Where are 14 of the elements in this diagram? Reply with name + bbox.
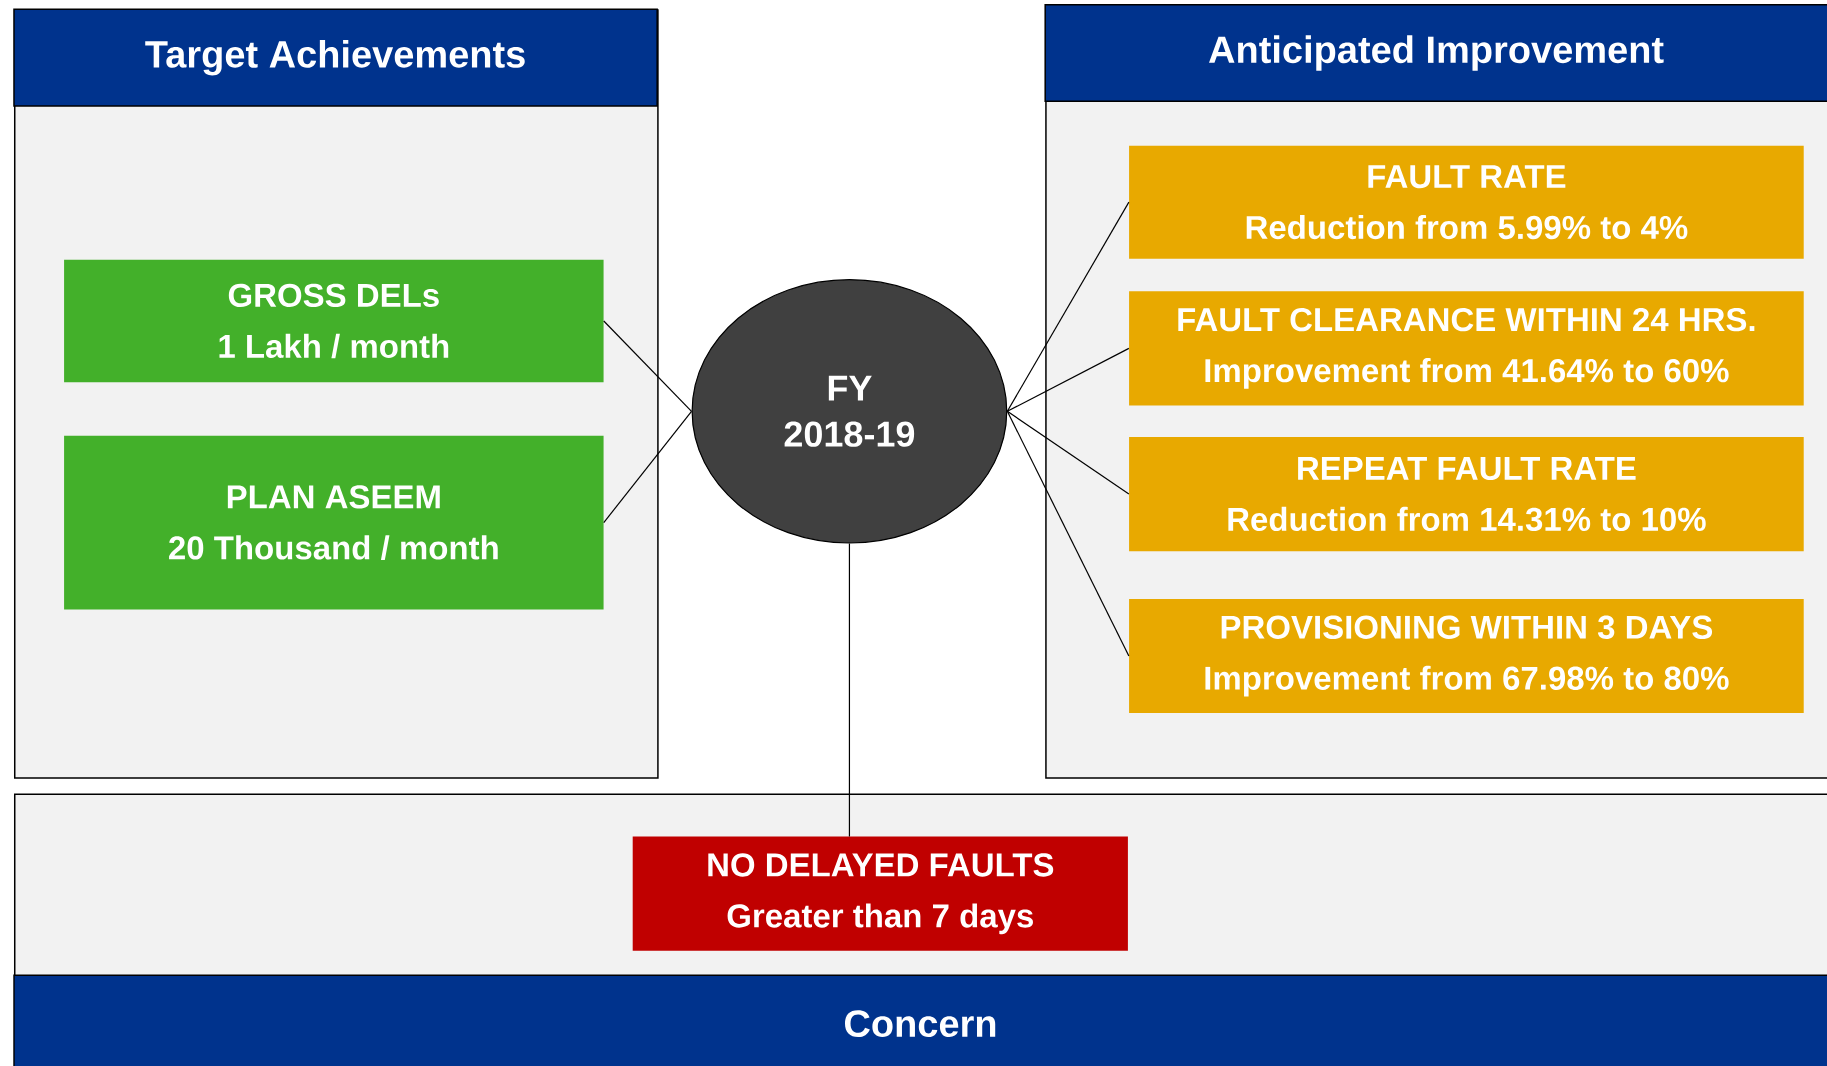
connector-line [603,320,693,412]
connector-line [1006,347,1130,412]
text-box: NO DELAYED FAULTS Greater than 7 days [632,836,1128,951]
text-box: FAULT RATE Reduction from 5.99% to 4% [1129,145,1804,259]
connector-line [1006,410,1130,657]
connector-line [848,543,851,837]
text-box: PROVISIONING WITHIN 3 DAYS Improvement from 67.98% to 80% [1129,598,1804,714]
connector-line [1006,201,1130,412]
text-box: FAULT CLEARANCE WITHIN 24 HRS. Improvement from 41.64% to 60% [1129,291,1804,406]
text-box: PLAN ASEEM 20 Thousand / month [64,435,604,610]
text-box: REPEAT FAULT RATE Reduction from 14.31% to 10% [1129,436,1804,552]
text-box: GROSS DELs 1 Lakh / month [64,259,604,383]
connector-line [1006,410,1130,495]
connector-line [603,410,693,524]
